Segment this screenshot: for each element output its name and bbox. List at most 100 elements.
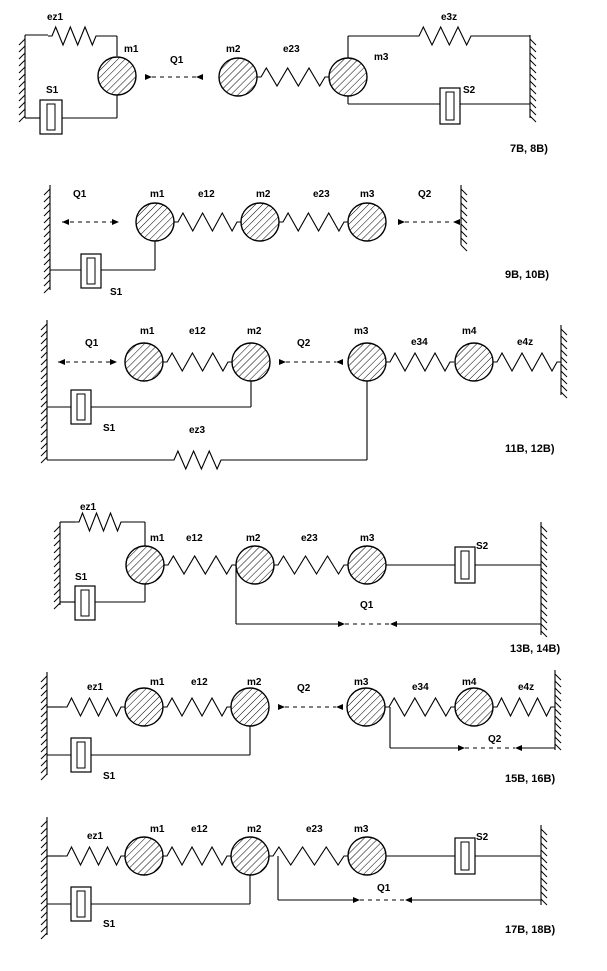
wall-hatch	[53, 553, 61, 561]
wall-hatch	[540, 532, 548, 540]
label-q1: Q1	[85, 338, 99, 349]
wall-hatch	[18, 45, 26, 53]
force-arrow-right-icon	[278, 704, 285, 710]
label-m3: m3	[354, 824, 369, 835]
wall-hatch	[43, 202, 51, 210]
wall-hatch	[40, 918, 48, 926]
spring-ez1	[63, 845, 125, 867]
wall-hatch	[540, 588, 548, 596]
wall-hatch	[540, 525, 548, 533]
spring-ez1	[75, 511, 125, 533]
wall-hatch	[529, 59, 537, 67]
mass-m2	[235, 545, 275, 585]
wall-hatch	[540, 595, 548, 603]
label-s1: S1	[103, 771, 116, 782]
wall-hatch	[540, 602, 548, 610]
wall-hatch	[554, 694, 562, 702]
label-ez1: ez1	[80, 502, 97, 513]
wall-hatch	[40, 855, 48, 863]
label-s1: S1	[110, 287, 123, 298]
label-m1: m1	[150, 189, 165, 200]
label-s1: S1	[46, 85, 59, 96]
damper-s2-piston	[445, 91, 455, 121]
wall-hatch	[460, 230, 468, 238]
caption: 13B, 14B)	[510, 643, 560, 655]
wall-hatch	[540, 828, 548, 836]
wall-hatch	[40, 890, 48, 898]
left-wall	[40, 320, 48, 464]
label-s2: S2	[476, 832, 489, 843]
mass-m3	[346, 687, 386, 727]
caption: 9B, 10B)	[505, 269, 549, 281]
wall-hatch	[43, 209, 51, 217]
wall-hatch	[40, 766, 48, 774]
wall-hatch	[460, 188, 468, 196]
wall-hatch	[540, 884, 548, 892]
wall-hatch	[18, 38, 26, 46]
wall-hatch	[43, 258, 51, 266]
force-arrow-right-icon	[145, 74, 152, 80]
left-wall	[43, 185, 51, 294]
wall-hatch	[18, 87, 26, 95]
spring-e12	[163, 845, 231, 867]
wall-hatch	[43, 237, 51, 245]
wall-hatch	[554, 680, 562, 688]
wall-hatch	[554, 701, 562, 709]
label-m1: m1	[150, 533, 165, 544]
label-e12: e12	[191, 677, 208, 688]
label-q2: Q2	[297, 683, 311, 694]
wall-hatch	[540, 609, 548, 617]
wall-hatch	[40, 456, 48, 464]
wall-hatch	[560, 356, 568, 364]
wall-hatch	[40, 696, 48, 704]
label-e23: e23	[301, 533, 318, 544]
label-e3z: e3z	[441, 12, 457, 23]
mass-m3	[347, 836, 387, 876]
label-q2: Q2	[418, 189, 432, 200]
label-e12: e12	[186, 533, 203, 544]
spring-e12	[164, 554, 236, 576]
mass-m2	[240, 202, 280, 242]
wall-hatch	[40, 682, 48, 690]
damper-s1-piston	[76, 741, 86, 769]
wall-hatch	[53, 539, 61, 547]
wall-hatch	[40, 421, 48, 429]
wall-hatch	[540, 630, 548, 638]
label-m3: m3	[360, 189, 375, 200]
wall-hatch	[560, 349, 568, 357]
wall-hatch	[40, 372, 48, 380]
label-s1: S1	[103, 919, 116, 930]
wall-hatch	[540, 849, 548, 857]
wall-hatch	[43, 216, 51, 224]
label-m2: m2	[226, 44, 241, 55]
wall-hatch	[40, 724, 48, 732]
label-m4: m4	[462, 326, 477, 337]
spring-e23	[257, 66, 329, 88]
label-m1: m1	[150, 677, 165, 688]
wall-hatch	[540, 553, 548, 561]
wall-hatch	[560, 370, 568, 378]
damper-s1-piston	[86, 257, 96, 285]
wall-hatch	[540, 870, 548, 878]
wall-hatch	[43, 223, 51, 231]
wall-hatch	[43, 265, 51, 273]
wall-hatch	[554, 729, 562, 737]
damper-s1-piston	[80, 589, 90, 617]
wall-hatch	[40, 703, 48, 711]
label-q1: Q1	[377, 883, 391, 894]
label-ez3: ez3	[189, 425, 206, 436]
spring-ez1	[63, 696, 125, 718]
label-q1: Q1	[360, 600, 374, 611]
wall-hatch	[43, 188, 51, 196]
mass-m1	[125, 545, 165, 585]
wall-hatch	[53, 560, 61, 568]
wall-hatch	[40, 820, 48, 828]
caption: 11B, 12B)	[505, 443, 555, 455]
wall-hatch	[554, 673, 562, 681]
wall-hatch	[560, 328, 568, 336]
mass-m3	[328, 57, 368, 97]
wall-hatch	[18, 73, 26, 81]
wall-hatch	[53, 532, 61, 540]
wall-hatch	[554, 722, 562, 730]
